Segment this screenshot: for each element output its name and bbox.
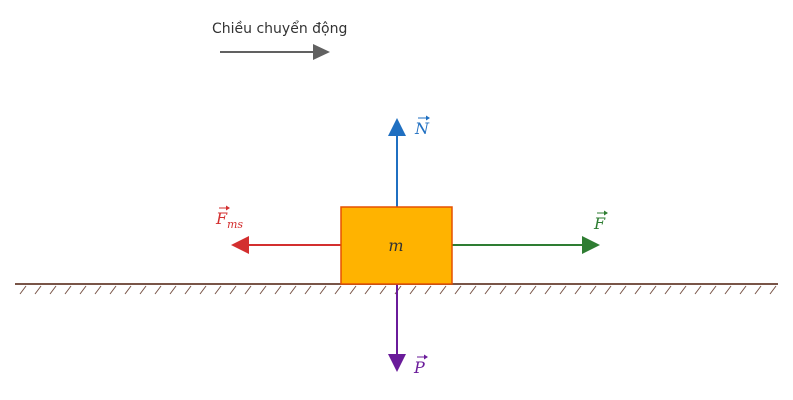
hatch-line (769, 285, 777, 295)
hatch-line (244, 285, 252, 295)
applied-force-label: F (593, 210, 608, 233)
hatch-line (634, 285, 642, 295)
vector-arrow-icon (417, 354, 428, 360)
friction-force-symbol: F (215, 209, 228, 228)
hatch-line (559, 285, 567, 295)
hatch-line (139, 285, 147, 295)
hatch-line (379, 285, 387, 295)
weight-force-label: P (413, 354, 428, 377)
hatch-line (199, 285, 207, 295)
hatch-line (184, 285, 192, 295)
hatch-line (544, 285, 552, 295)
normal-force-label: N (414, 115, 430, 138)
hatch-line (334, 285, 342, 295)
hatch-line (289, 285, 297, 295)
hatch-line (754, 285, 762, 295)
hatch-line (259, 285, 267, 295)
hatch-line (664, 285, 672, 295)
ground-hatching (19, 285, 777, 295)
block-body (340, 206, 453, 285)
hatch-line (499, 285, 507, 295)
hatch-line (574, 285, 582, 295)
hatch-line (229, 285, 237, 295)
hatch-line (739, 285, 747, 295)
hatch-line (34, 285, 42, 295)
vector-arrow-icon (597, 210, 608, 216)
hatch-line (439, 285, 447, 295)
hatch-line (469, 285, 477, 295)
weight-force-symbol: P (413, 358, 425, 377)
hatch-line (109, 285, 117, 295)
hatch-line (364, 285, 372, 295)
direction-caption: Chiều chuyển động (212, 20, 347, 37)
hatch-line (64, 285, 72, 295)
hatch-line (424, 285, 432, 295)
hatch-line (169, 285, 177, 295)
hatch-line (679, 285, 687, 295)
hatch-line (649, 285, 657, 295)
friction-force-label: F ms (215, 205, 243, 231)
hatch-line (319, 285, 327, 295)
hatch-line (484, 285, 492, 295)
hatch-line (409, 285, 417, 295)
weight-force-arrow (388, 284, 406, 372)
block: m (340, 206, 453, 285)
motion-direction-arrow (220, 44, 330, 60)
hatch-line (709, 285, 717, 295)
hatch-line (514, 285, 522, 295)
hatch-line (214, 285, 222, 295)
hatch-line (694, 285, 702, 295)
hatch-line (304, 285, 312, 295)
block-mass-label: m (388, 236, 403, 255)
normal-force-symbol: N (414, 119, 430, 138)
vector-arrow-icon (219, 205, 230, 211)
hatch-line (454, 285, 462, 295)
hatch-line (529, 285, 537, 295)
hatch-line (79, 285, 87, 295)
hatch-line (349, 285, 357, 295)
hatch-line (124, 285, 132, 295)
vector-arrow-icon (418, 115, 430, 121)
hatch-line (154, 285, 162, 295)
applied-force-symbol: F (593, 214, 606, 233)
applied-force-arrow (452, 236, 600, 254)
hatch-line (274, 285, 282, 295)
hatch-line (19, 285, 27, 295)
friction-force-subscript: ms (227, 218, 243, 231)
hatch-line (619, 285, 627, 295)
ground (15, 283, 778, 295)
normal-force-arrow (388, 118, 406, 207)
hatch-line (94, 285, 102, 295)
hatch-line (724, 285, 732, 295)
hatch-line (589, 285, 597, 295)
hatch-line (49, 285, 57, 295)
hatch-line (604, 285, 612, 295)
friction-force-arrow (231, 236, 341, 254)
